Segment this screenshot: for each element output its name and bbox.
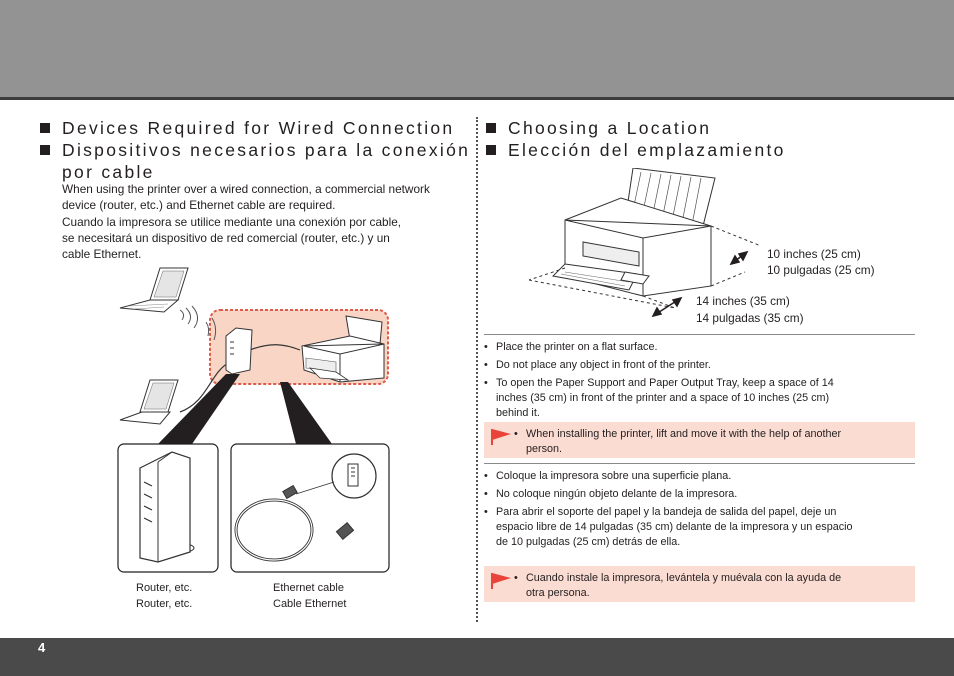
heading-location-es: Elección del emplazamiento (486, 140, 786, 161)
body-es-line2: se necesitará un dispositivo de red come… (62, 231, 390, 245)
page-number: 4 (38, 640, 46, 655)
header-band (0, 0, 954, 97)
list-item: No coloque ningún objeto delante de la i… (484, 487, 914, 502)
ethernet-cable-icon (234, 453, 377, 562)
back-space-en: 10 inches (25 cm) (767, 247, 861, 261)
square-bullet-icon (40, 145, 50, 155)
router-icon (225, 327, 253, 375)
caution-flag-icon (491, 573, 511, 589)
body-es-line1: Cuando la impresora se utilice mediante … (62, 215, 402, 229)
router-caption-en: Router, etc. (136, 582, 193, 594)
laptop-icon (119, 379, 179, 425)
network-illustration (117, 267, 390, 573)
wireless-waves-icon (179, 305, 217, 341)
router-caption-es: Router, etc. (136, 598, 193, 610)
printer-icon (551, 168, 716, 297)
body-es-line3: cable Ethernet. (62, 247, 142, 261)
body-en-line1: When using the printer over a wired conn… (62, 182, 430, 196)
cable-caption-en: Ethernet cable (273, 582, 344, 594)
laptop-icon (119, 267, 189, 313)
bullets-en: Place the printer on a flat surface. Do … (484, 340, 914, 421)
printer-icon (301, 315, 385, 383)
divider-es (484, 463, 915, 464)
header-rule (0, 97, 954, 100)
placement-diagram (528, 168, 762, 318)
caution-flag-icon (491, 429, 511, 445)
router-icon (139, 451, 195, 563)
bullets-es: Coloque la impresora sobre una superfici… (484, 469, 914, 550)
square-bullet-icon (486, 145, 496, 155)
list-item: Do not place any object in front of the … (484, 358, 914, 373)
footer-band (0, 638, 954, 676)
heading-devices-es: Dispositivos necesarios para la conexión (40, 140, 470, 161)
heading-location-en: Choosing a Location (486, 118, 711, 139)
list-item: Place the printer on a flat surface. (484, 340, 914, 355)
list-item: Coloque la impresora sobre una superfici… (484, 469, 914, 484)
heading-devices-es-cont: por cable (62, 162, 155, 182)
front-space-en: 14 inches (35 cm) (696, 294, 790, 308)
caution-text-en: When installing the printer, lift and mo… (514, 427, 841, 457)
list-item: To open the Paper Support and Paper Outp… (484, 376, 914, 421)
body-en-line2: device (router, etc.) and Ethernet cable… (62, 198, 336, 212)
front-space-es: 14 pulgadas (35 cm) (696, 311, 804, 325)
heading-devices-en: Devices Required for Wired Connection (40, 118, 454, 139)
caution-box-en: When installing the printer, lift and mo… (484, 422, 915, 458)
square-bullet-icon (486, 123, 496, 133)
back-space-es: 10 pulgadas (25 cm) (767, 263, 875, 277)
list-item: Para abrir el soporte del papel y la ban… (484, 505, 914, 550)
column-divider (476, 117, 478, 622)
caution-box-es: Cuando instale la impresora, levántela y… (484, 566, 915, 602)
divider-en (484, 334, 915, 335)
cable-caption-es: Cable Ethernet (273, 598, 347, 610)
square-bullet-icon (40, 123, 50, 133)
caution-text-es: Cuando instale la impresora, levántela y… (514, 571, 841, 601)
